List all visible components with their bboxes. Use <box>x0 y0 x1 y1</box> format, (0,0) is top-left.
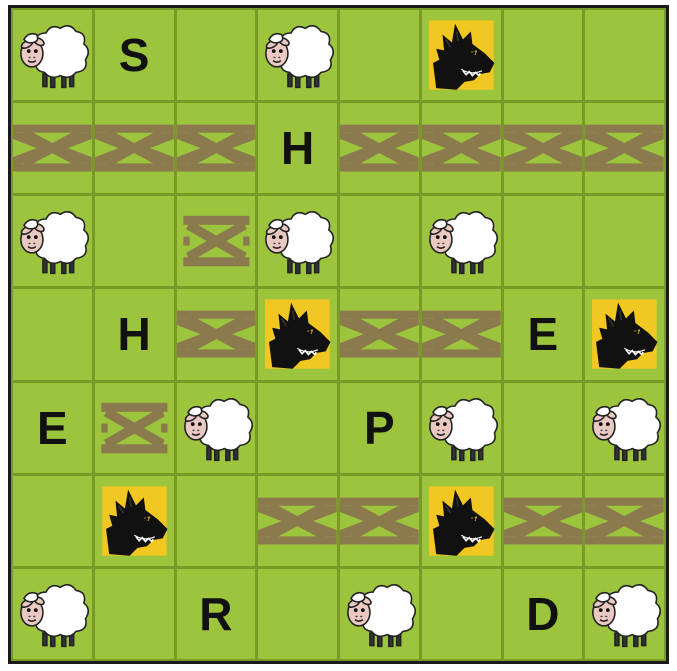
grass-cell <box>258 383 337 473</box>
wolf-icon <box>258 289 337 379</box>
grass-cell <box>95 569 174 659</box>
letter-cell: E <box>504 289 583 379</box>
wolf-icon <box>422 10 501 100</box>
letter-cell: H <box>258 103 337 193</box>
sheep-icon <box>258 10 337 100</box>
grass-cell <box>177 10 256 100</box>
fence-icon <box>95 103 174 193</box>
cell-letter: R <box>177 569 256 659</box>
cell-letter: S <box>95 10 174 100</box>
letter-cell: E <box>13 383 92 473</box>
letter-cell: P <box>340 383 419 473</box>
letter-cell: S <box>95 10 174 100</box>
grass-cell <box>585 10 664 100</box>
grass-cell <box>95 196 174 286</box>
sheep-icon <box>13 10 92 100</box>
letter-cell: H <box>95 289 174 379</box>
sheep-icon <box>13 569 92 659</box>
fence-icon <box>422 289 501 379</box>
grass-cell <box>585 196 664 286</box>
fence-icon <box>177 289 256 379</box>
fence-icon <box>422 103 501 193</box>
sheep-icon <box>340 569 419 659</box>
letter-cell: R <box>177 569 256 659</box>
sheep-icon <box>422 383 501 473</box>
sheep-icon <box>585 569 664 659</box>
cell-letter: H <box>258 103 337 193</box>
sheep-icon <box>177 383 256 473</box>
grass-cell <box>504 10 583 100</box>
cell-letter: E <box>504 289 583 379</box>
sheep-icon <box>258 196 337 286</box>
grass-cell <box>13 476 92 566</box>
grass-cell <box>258 569 337 659</box>
fence-icon <box>340 289 419 379</box>
fence-icon <box>340 476 419 566</box>
letter-cell: D <box>504 569 583 659</box>
sheep-icon <box>585 383 664 473</box>
grass-cell <box>422 569 501 659</box>
grass-cell <box>504 196 583 286</box>
fence-icon <box>258 476 337 566</box>
fence-icon <box>340 103 419 193</box>
cell-letter: H <box>95 289 174 379</box>
game-board: S <box>8 5 669 664</box>
fence-icon <box>95 383 174 473</box>
fence-icon <box>177 196 256 286</box>
grass-cell <box>340 10 419 100</box>
sheep-icon <box>422 196 501 286</box>
grass-cell <box>504 383 583 473</box>
cell-letter: D <box>504 569 583 659</box>
fence-icon <box>585 476 664 566</box>
fence-icon <box>504 476 583 566</box>
grass-cell <box>177 476 256 566</box>
fence-icon <box>13 103 92 193</box>
grass-cell <box>13 289 92 379</box>
fence-icon <box>177 103 256 193</box>
wolf-icon <box>95 476 174 566</box>
wolf-icon <box>422 476 501 566</box>
sheep-icon <box>13 196 92 286</box>
wolf-icon <box>585 289 664 379</box>
fence-icon <box>585 103 664 193</box>
grass-cell <box>340 196 419 286</box>
cell-letter: P <box>340 383 419 473</box>
cell-letter: E <box>13 383 92 473</box>
fence-icon <box>504 103 583 193</box>
